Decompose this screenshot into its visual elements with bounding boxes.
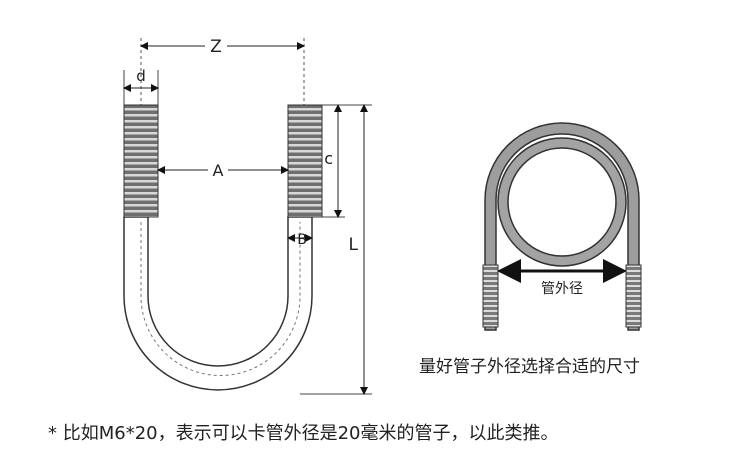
u-bolt-centerpath — [140, 222, 301, 376]
footnote: * 比如M6*20，表示可以卡管外径是20毫米的管子，以此类推。 — [48, 423, 559, 444]
label-b: B — [297, 232, 307, 248]
label-c: c — [324, 149, 333, 168]
u-bolt-drawing: Z d A c B L — [123, 36, 372, 395]
caption: 量好管子外径选择合适的尺寸 — [419, 357, 640, 377]
label-a: A — [213, 161, 224, 180]
label-l: L — [349, 235, 359, 255]
label-z: Z — [210, 37, 222, 57]
label-pipe-od: 管外径 — [541, 281, 583, 297]
left-thread — [123, 104, 159, 218]
right-thread — [287, 104, 323, 218]
mounted-right-thread — [625, 264, 642, 328]
mounted-left-thread — [482, 264, 499, 328]
pipe-inner — [507, 147, 617, 257]
label-d: d — [136, 67, 146, 85]
u-bolt-on-pipe: 管外径 — [482, 122, 642, 331]
u-bolt-body — [123, 216, 313, 391]
